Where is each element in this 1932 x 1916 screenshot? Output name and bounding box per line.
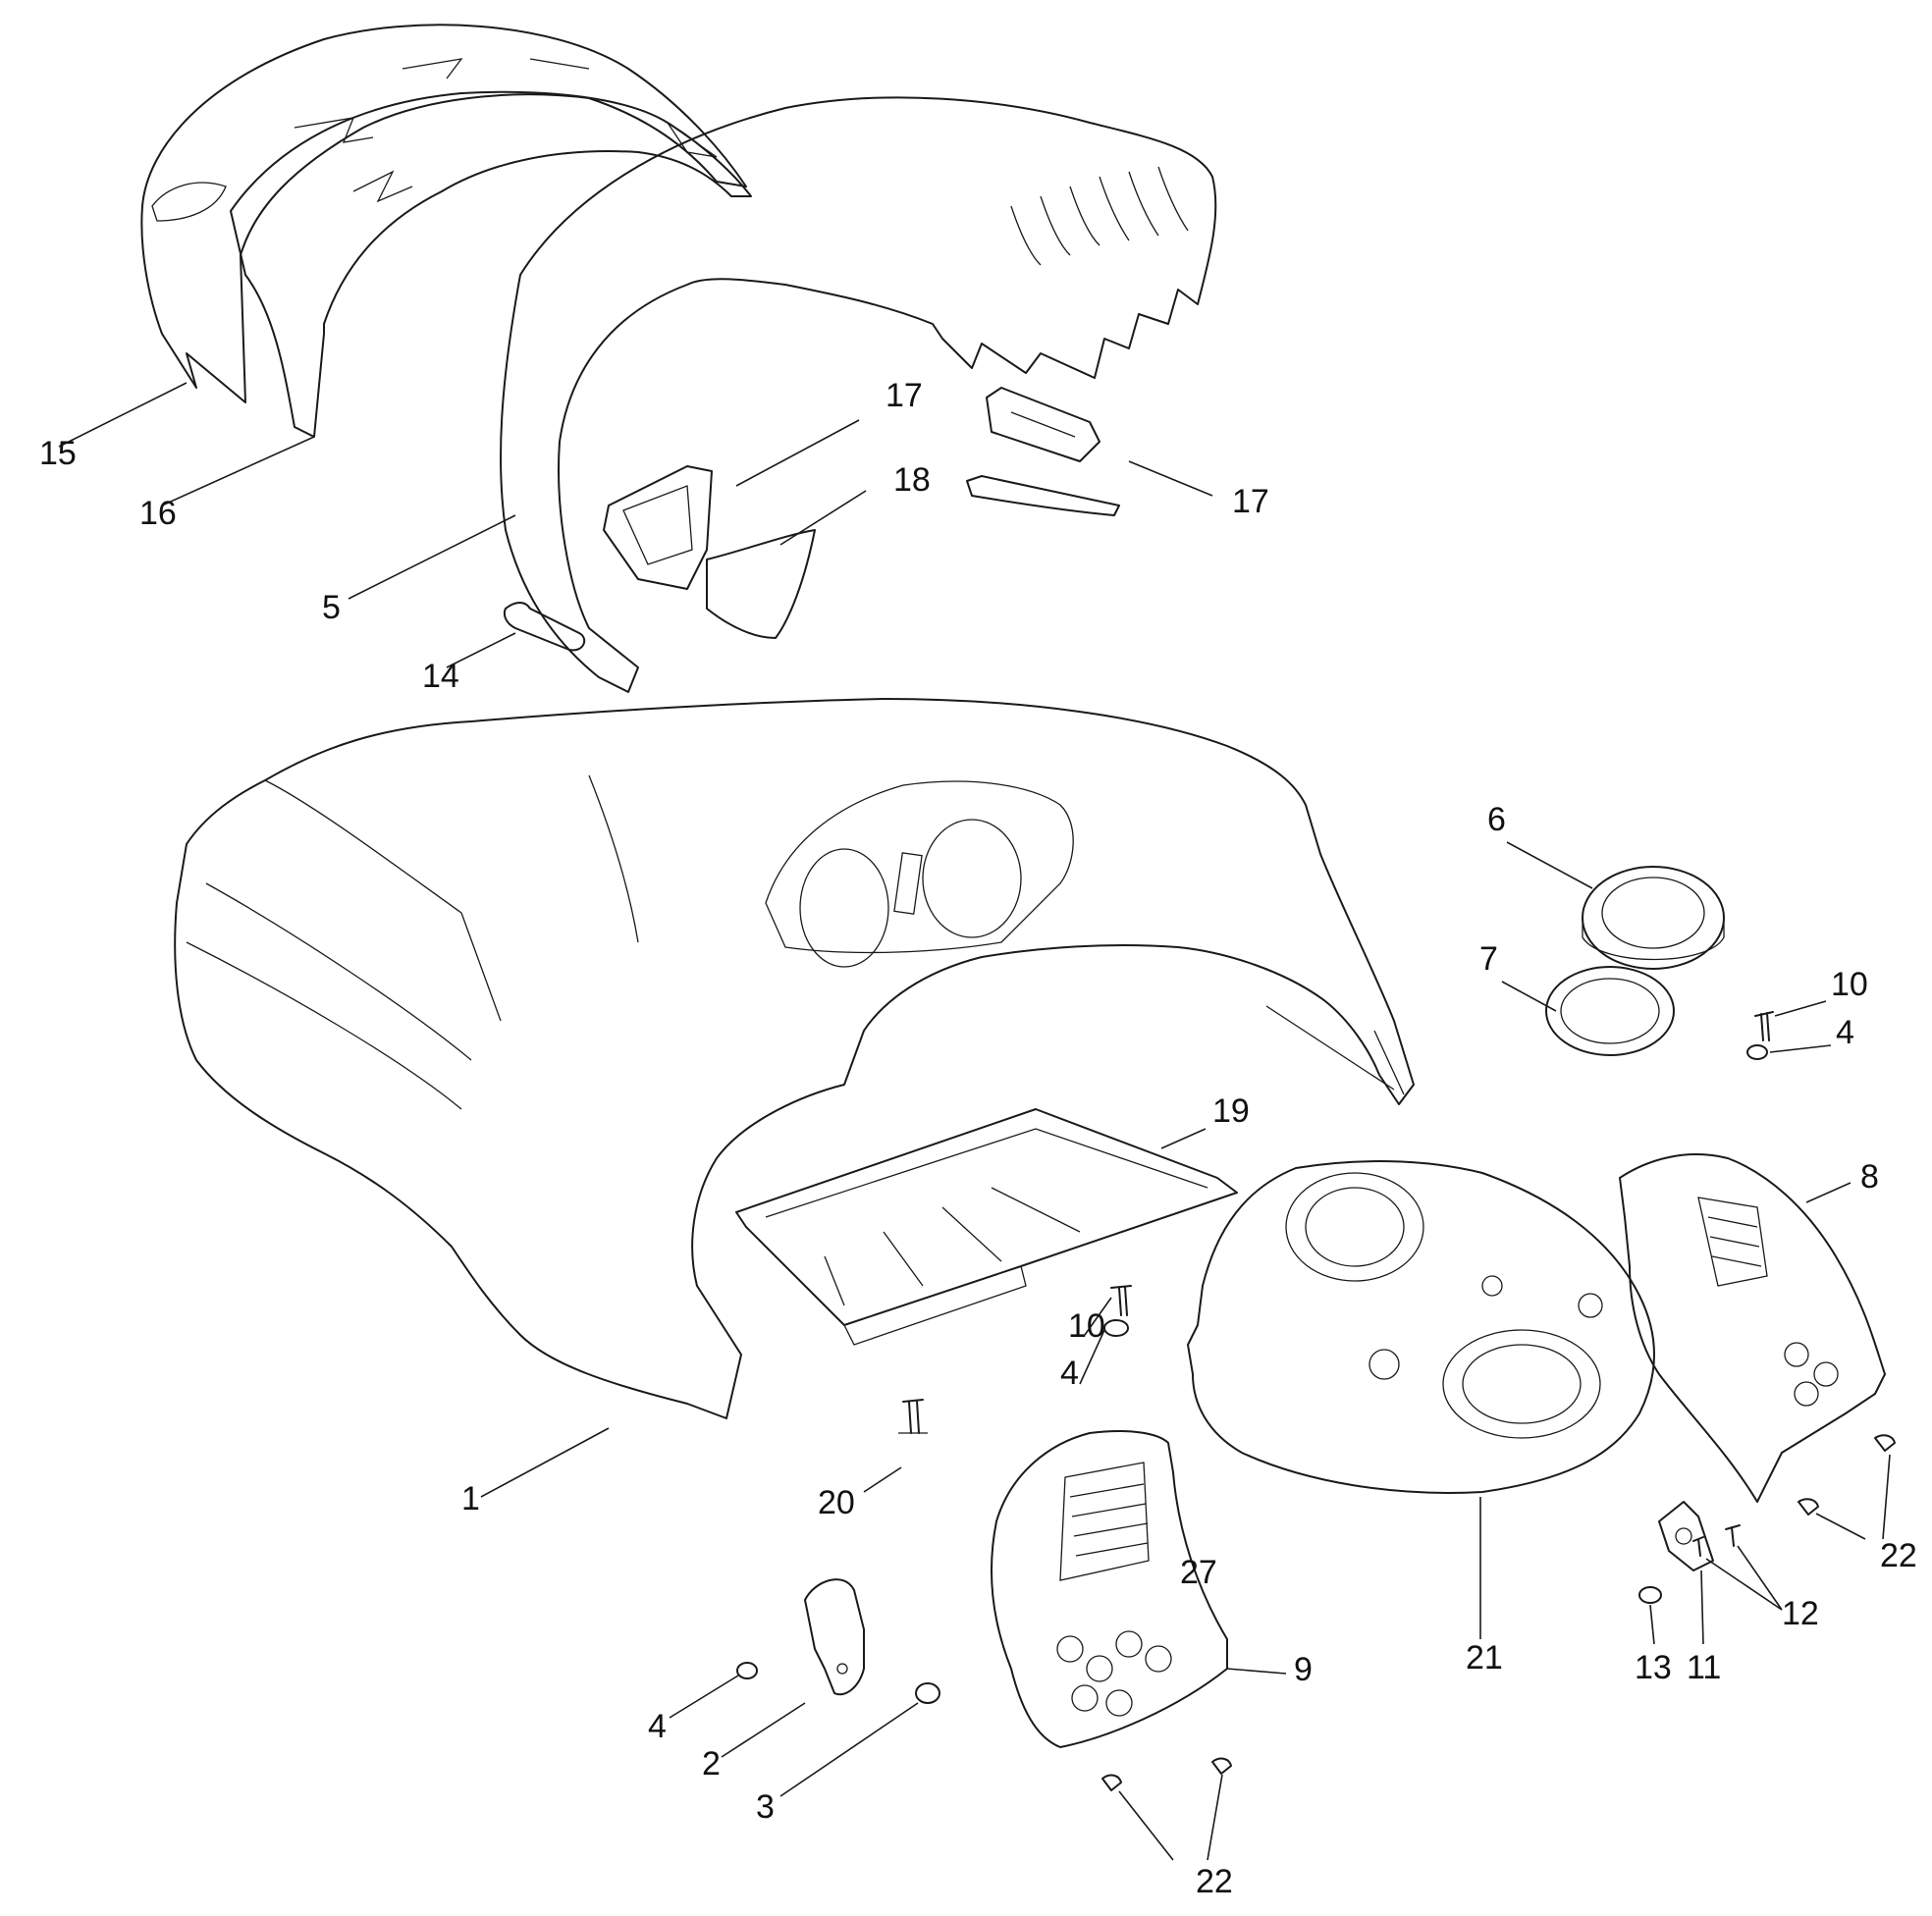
callout-label-c11: 11 xyxy=(1687,1649,1721,1686)
leader-line-c14-0 xyxy=(446,632,516,668)
callout-label-c3: 3 xyxy=(756,1788,775,1826)
callout-label-c17b: 17 xyxy=(1232,483,1269,520)
callout-label-c10a: 10 xyxy=(1831,966,1868,1003)
callout-label-c8: 8 xyxy=(1860,1158,1879,1196)
callout-label-c15: 15 xyxy=(39,435,77,472)
callout-label-c22b: 22 xyxy=(1196,1863,1233,1900)
leader-line-c13-0 xyxy=(1649,1604,1655,1645)
leader-line-c12-0 xyxy=(1737,1545,1783,1611)
part-8-side-panel-right xyxy=(1619,1153,1886,1503)
part-17-vent-left xyxy=(603,465,713,590)
part-6-gauge-bezel xyxy=(1582,866,1725,970)
part-20-bolt xyxy=(898,1399,928,1434)
leader-line-c17a-0 xyxy=(735,419,860,487)
part-11-bracket xyxy=(1658,1501,1714,1571)
callout-layer: 15 16 17 17 18 5 14 6 7 10 4 19 8 10 4 20 1 27 9 21 12 22 13 11… xyxy=(39,377,1917,1900)
leader-line-c22b-0 xyxy=(1118,1790,1174,1861)
part-22-rivets-right xyxy=(1798,1434,1896,1516)
callout-label-c1: 1 xyxy=(461,1480,480,1517)
part-9-side-panel-left xyxy=(991,1430,1228,1748)
callout-label-c20: 20 xyxy=(818,1484,855,1521)
callout-label-c18: 18 xyxy=(893,461,931,499)
callout-label-c16: 16 xyxy=(139,495,177,532)
part-15-windshield-outer xyxy=(140,24,747,403)
callout-label-c14: 14 xyxy=(422,658,459,695)
leader-line-c6-0 xyxy=(1506,841,1593,889)
leader-line-c9-0 xyxy=(1226,1668,1287,1675)
leader-line-c5-0 xyxy=(348,514,516,600)
part-16-windshield-inner xyxy=(230,90,752,438)
part-17-vent-right xyxy=(986,387,1100,462)
callout-label-c4b: 4 xyxy=(1060,1355,1079,1392)
part-18-trim-strip xyxy=(966,475,1120,516)
leader-line-c15-0 xyxy=(58,382,188,448)
part-4-washer-left xyxy=(736,1662,758,1679)
callout-label-c10b: 10 xyxy=(1068,1307,1105,1345)
part-18-vent-trim xyxy=(706,529,816,639)
callout-label-c7: 7 xyxy=(1479,940,1498,978)
leader-line-c8-0 xyxy=(1805,1182,1852,1203)
part-10-screw-center xyxy=(1110,1285,1132,1316)
leader-line-c7-0 xyxy=(1501,981,1557,1012)
part-21-instrument-housing xyxy=(1187,1160,1655,1494)
leader-line-c4c-0 xyxy=(669,1675,739,1719)
callout-label-c22a: 22 xyxy=(1880,1537,1917,1574)
callout-label-c27: 27 xyxy=(1180,1554,1217,1591)
callout-label-c6: 6 xyxy=(1487,801,1506,838)
leader-line-c10a-0 xyxy=(1774,1000,1827,1017)
leader-line-c19-0 xyxy=(1160,1128,1207,1149)
leader-line-c16-0 xyxy=(161,436,315,506)
leader-line-c10b-0 xyxy=(1084,1297,1112,1336)
callout-label-c4a: 4 xyxy=(1836,1014,1854,1051)
callout-label-c2: 2 xyxy=(702,1745,721,1783)
part-4-washer-upper xyxy=(1746,1044,1768,1060)
leader-line-c22b-1 xyxy=(1207,1774,1223,1861)
callout-label-c12: 12 xyxy=(1782,1595,1819,1632)
leader-line-c2-0 xyxy=(721,1702,806,1758)
part-1-hood xyxy=(174,698,1415,1419)
callout-label-c9: 9 xyxy=(1294,1651,1313,1688)
callout-label-c4c: 4 xyxy=(648,1708,667,1745)
leader-line-c17b-0 xyxy=(1128,460,1213,497)
leader-line-c12-1 xyxy=(1705,1558,1783,1611)
part-3-grommet xyxy=(915,1682,940,1704)
leader-line-c4b-0 xyxy=(1079,1329,1105,1385)
part-14-clip xyxy=(503,602,586,652)
leader-line-c20-0 xyxy=(863,1466,902,1493)
leader-line-c3-0 xyxy=(779,1702,919,1797)
part-10-screw-upper xyxy=(1754,1011,1774,1041)
callout-label-c5: 5 xyxy=(322,589,341,626)
part-2-latch-plate xyxy=(804,1578,865,1696)
part-4-washer-center xyxy=(1103,1319,1129,1337)
callout-label-c17a: 17 xyxy=(886,377,923,414)
leader-line-c22a-1 xyxy=(1815,1513,1866,1540)
leader-line-c11-0 xyxy=(1700,1570,1704,1645)
part-13-washer xyxy=(1638,1586,1662,1604)
leader-line-c22a-0 xyxy=(1882,1454,1891,1540)
leader-line-c1-0 xyxy=(480,1427,610,1498)
part-22-rivets-bottom xyxy=(1101,1757,1232,1791)
callout-label-c21: 21 xyxy=(1466,1639,1503,1676)
part-19-tray xyxy=(735,1108,1238,1346)
callout-label-c19: 19 xyxy=(1212,1092,1250,1130)
part-7-ring-gasket xyxy=(1545,966,1675,1056)
part-12-screws xyxy=(1692,1524,1741,1557)
leader-line-c18-0 xyxy=(779,490,867,546)
part-5-console-cover xyxy=(500,96,1217,693)
callout-label-c13: 13 xyxy=(1635,1649,1672,1686)
leader-line-c4a-0 xyxy=(1769,1044,1832,1053)
